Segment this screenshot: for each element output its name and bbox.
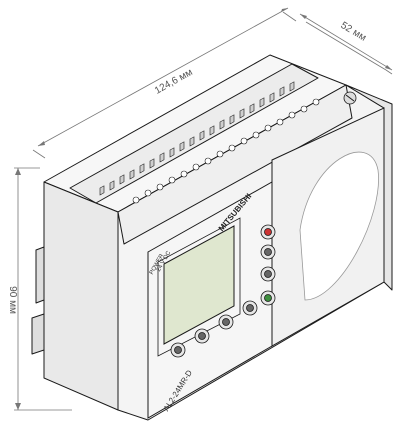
mounting-screw-icon [343,91,357,105]
terminal-screws [132,98,320,204]
control-buttons [170,224,276,358]
right-side-face [345,84,393,291]
control-panel [147,181,273,419]
terminal-shelf [69,63,319,204]
width-dimension-line [37,7,289,147]
dimension-lines [14,7,393,411]
depth-dimension-line [299,13,393,71]
lcd-screen [163,225,235,345]
right-cover-panel [271,107,385,347]
height-dimension-label: 90 мм [7,286,18,314]
din-rail-rib [35,246,45,304]
left-side-face [43,181,119,411]
dimension-arrows [15,8,392,410]
terminal-block [99,81,295,196]
